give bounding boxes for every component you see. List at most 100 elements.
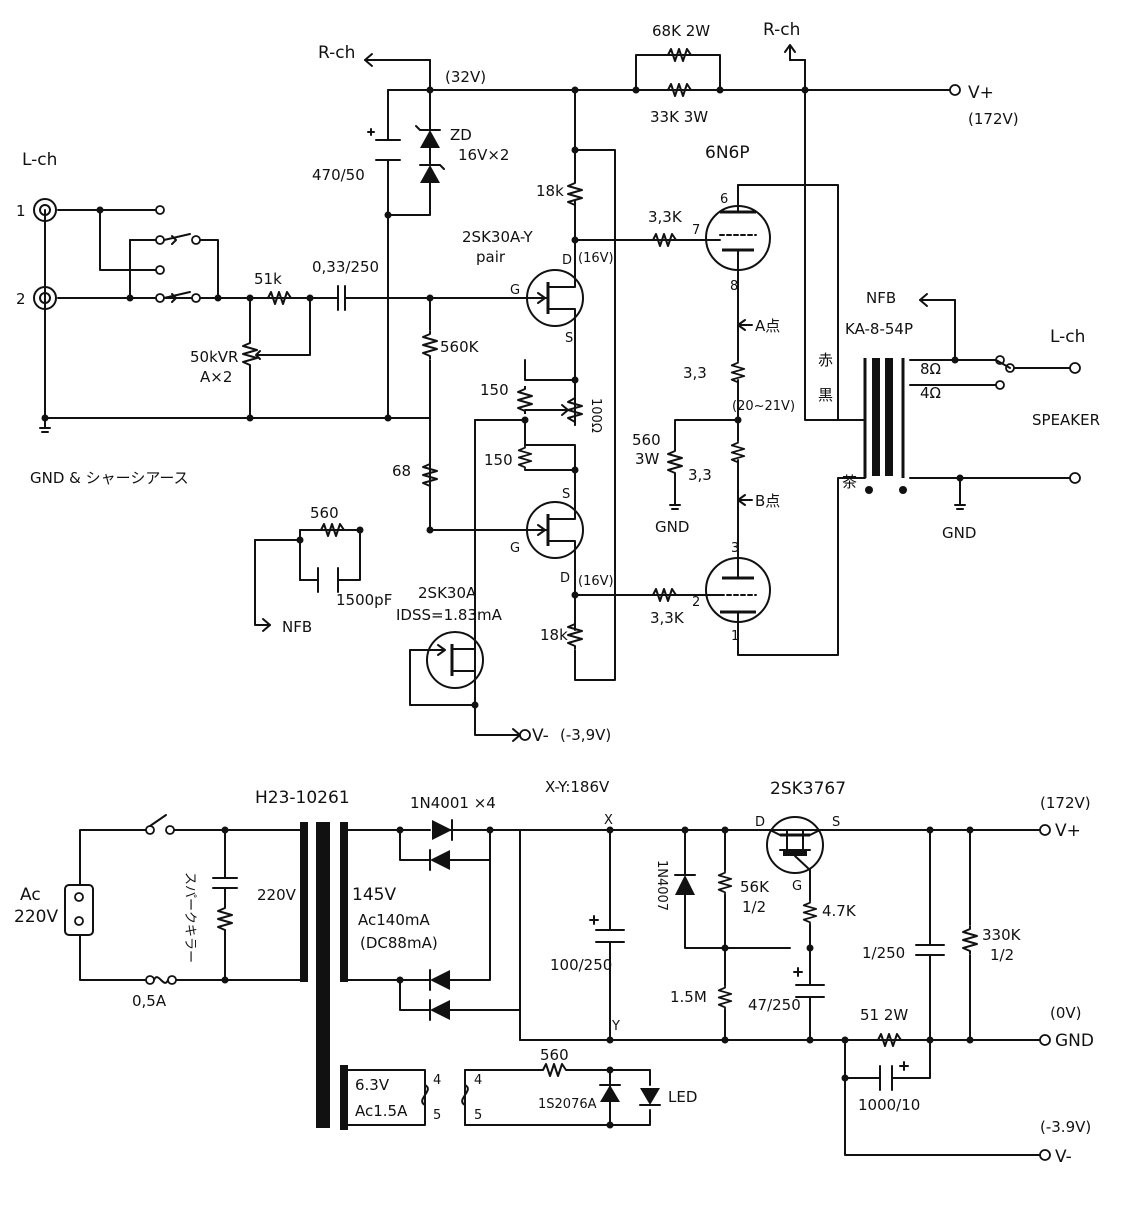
label-145v: 145V	[352, 885, 396, 905]
label-ac140ma: Ac140mA	[358, 911, 430, 929]
label-d-lower: D	[560, 571, 570, 586]
label-68k-2w: 68K 2W	[652, 22, 710, 40]
label-pin7: 7	[692, 223, 700, 238]
input-selector-switch	[155, 205, 201, 303]
label-vplus-amp: V+	[968, 83, 994, 103]
label-4-7k: 4.7K	[822, 902, 857, 920]
label-y: Y	[611, 1019, 620, 1034]
label-6-3v: 6.3V	[355, 1076, 390, 1094]
label-minus-3-9v-psu: (-3.9V)	[1040, 1118, 1091, 1136]
ac-plug	[64, 884, 94, 936]
label-50kvr: 50kVR	[190, 348, 238, 366]
jfet-lower	[524, 499, 584, 561]
label-ax2: A×2	[200, 368, 232, 386]
label-dc88ma: (DC88mA)	[360, 934, 438, 952]
label-s-upper: S	[565, 331, 573, 346]
label-150-upper: 150	[480, 381, 509, 399]
label-ac1-5a: Ac1.5A	[355, 1102, 408, 1120]
label-zd: ZD	[450, 126, 472, 144]
balance-potentiometer-100ohm	[524, 394, 583, 426]
resistor-51k	[264, 291, 296, 305]
label-ac-220v: 220V	[14, 907, 58, 927]
amp-signal-arrows	[262, 44, 928, 742]
label-1-250: 1/250	[862, 944, 905, 962]
label-point-a: A点	[755, 317, 780, 335]
label-led: LED	[668, 1088, 697, 1106]
label-g-lower: G	[510, 541, 520, 556]
label-56k-w: 1/2	[742, 898, 766, 916]
label-100-250: 100/250	[550, 956, 612, 974]
vplus-terminal-psu	[1039, 824, 1051, 836]
label-68: 68	[392, 462, 411, 480]
output-transformer	[863, 358, 907, 494]
resistor-3-3k-lower	[649, 588, 680, 602]
label-0-33-250: 0,33/250	[312, 258, 379, 276]
label-1-5m: 1.5M	[670, 988, 707, 1006]
label-pin6: 6	[720, 192, 728, 207]
spark-killer	[212, 877, 238, 931]
label-mosfet: 2SK3767	[770, 779, 846, 799]
label-point-b: B点	[755, 492, 780, 510]
label-pin4a: 4	[433, 1073, 441, 1088]
psu-labels: H23-10261 1N4001 ×4 X-Y:186V X Y 2SK3767…	[14, 778, 1094, 1167]
label-3-3-upper: 3,3	[683, 364, 707, 382]
label-172v-psu: (172V)	[1040, 794, 1091, 812]
label-primary-220v: 220V	[257, 886, 297, 904]
label-gnd-psu: GND	[1055, 1031, 1094, 1051]
label-560-3w: 560	[632, 431, 661, 449]
label-560-led: 560	[540, 1046, 569, 1064]
tube-6n6p-upper	[699, 184, 771, 271]
label-3-3k-upper: 3,3K	[648, 208, 683, 226]
resistor-560k	[421, 329, 439, 361]
label-0v: (0V)	[1050, 1004, 1082, 1022]
label-ccs-fet: 2SK30A	[418, 584, 477, 602]
fuse	[145, 975, 177, 985]
label-minus-3-9v-amp: (-3,9V)	[560, 726, 611, 744]
label-lch-input: L-ch	[22, 150, 57, 170]
power-switch	[145, 814, 175, 835]
label-ac: Ac	[20, 885, 41, 905]
label-pin4b: 4	[474, 1073, 482, 1088]
capacitor-1500pf	[299, 567, 339, 593]
diode-1s2076a	[599, 1084, 621, 1102]
label-1000-10: 1000/10	[858, 1096, 920, 1114]
psu-junctions	[221, 826, 974, 1129]
label-d-upper: D	[562, 253, 572, 268]
resistor-330k	[961, 924, 979, 956]
label-330k: 330K	[982, 926, 1022, 944]
speaker-selector-switch	[954, 355, 1081, 484]
capacitor-470-50	[367, 128, 401, 161]
label-gnd-out: GND	[942, 524, 976, 542]
label-1500pf: 1500pF	[336, 591, 392, 609]
resistor-51-2w	[874, 1033, 905, 1047]
label-red: 赤	[818, 351, 833, 369]
label-20-21v: (20~21V)	[732, 399, 795, 414]
label-pin1: 1	[731, 629, 739, 644]
power-transformer	[300, 822, 348, 1130]
led	[639, 1088, 661, 1106]
zener-diode-pair	[415, 125, 445, 183]
capacitor-100-250	[589, 915, 625, 943]
resistor-560-led	[539, 1063, 571, 1077]
resistor-560-3w	[667, 447, 683, 477]
resistor-1-5m	[717, 984, 733, 1011]
resistor-33k-3w	[664, 83, 695, 97]
vminus-terminal-amp	[519, 729, 531, 741]
label-172v-amp: (172V)	[968, 110, 1019, 128]
label-gnd-mid: GND	[655, 518, 689, 536]
label-idss: IDSS=1.83mA	[396, 606, 503, 624]
jfet-current-source	[409, 629, 484, 691]
label-xy: X-Y:186V	[545, 778, 610, 796]
label-jack2: 2	[16, 290, 26, 308]
label-ptrans: H23-10261	[255, 788, 350, 808]
volume-potentiometer	[242, 339, 266, 371]
label-gnd-chassis: GND & シャーシアース	[30, 469, 189, 487]
input-jack-1	[33, 198, 57, 222]
psu-wiring	[79, 829, 1041, 1156]
label-150-lower: 150	[484, 451, 513, 469]
label-100-ohm: 100Ω	[588, 398, 603, 433]
amp-labels: L-ch 1 2 GND & シャーシアース R-ch R-ch (32V) 6…	[16, 20, 1100, 746]
label-560: 560	[310, 504, 339, 522]
label-nfb-left: NFB	[282, 618, 312, 636]
